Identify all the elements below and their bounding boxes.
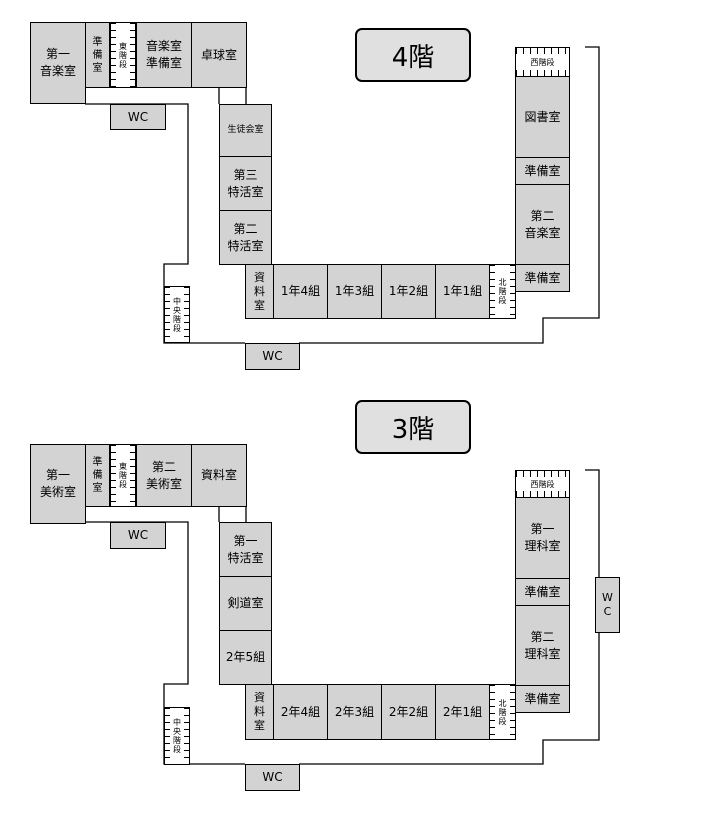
floor4-class-1-2: 1年2組 bbox=[381, 264, 436, 319]
floor4-class-1-3: 1年3組 bbox=[327, 264, 382, 319]
floor3-title: 3階 bbox=[355, 400, 471, 454]
floor3-science-room-1: 第一 理科室 bbox=[515, 497, 570, 579]
floor3-prep-room-c: 準備室 bbox=[515, 685, 570, 713]
floor4-special-room-2: 第二 特活室 bbox=[219, 210, 272, 265]
floor3-east-stairs: 東 階 段 bbox=[110, 444, 136, 507]
floor4-wc-bottom: WC bbox=[245, 343, 300, 370]
floor3-wc-right: W C bbox=[595, 577, 620, 633]
floor3-class-2-5: 2年5組 bbox=[219, 630, 272, 685]
floor4-west-stairs: 西階段 bbox=[515, 47, 570, 77]
floor4-music-prep-room: 音楽室 準備室 bbox=[136, 22, 192, 88]
floor3-west-stairs: 西階段 bbox=[515, 470, 570, 498]
floor3-prep-room-a: 準 備 室 bbox=[85, 444, 110, 507]
floor4-music-room-1: 第一 音楽室 bbox=[30, 22, 86, 104]
floor4-central-stairs: 中 央 階 段 bbox=[164, 286, 190, 343]
floor4-materials-room: 資 料 室 bbox=[245, 264, 274, 319]
floor4-prep-room-a: 準 備 室 bbox=[85, 22, 110, 88]
floor4-wc-top: WC bbox=[110, 104, 166, 130]
floor4-east-stairs: 東 階 段 bbox=[110, 22, 136, 88]
floor3-north-stairs: 北 階 段 bbox=[489, 684, 516, 740]
floor4-table-tennis-room: 卓球室 bbox=[191, 22, 247, 88]
floor4-title: 4階 bbox=[355, 28, 471, 82]
floor3-class-2-2: 2年2組 bbox=[381, 684, 436, 740]
floor4-class-1-1: 1年1組 bbox=[435, 264, 490, 319]
floor3-materials-room-top: 資料室 bbox=[191, 444, 247, 507]
floor3-science-room-2: 第二 理科室 bbox=[515, 605, 570, 686]
floor3-central-stairs: 中 央 階 段 bbox=[164, 707, 190, 765]
floor4-prep-room-c: 準備室 bbox=[515, 264, 570, 292]
floor3-art-room-2: 第二 美術室 bbox=[136, 444, 192, 507]
floor3-class-2-3: 2年3組 bbox=[327, 684, 382, 740]
floor4-prep-room-b: 準備室 bbox=[515, 157, 570, 185]
floor3-class-2-1: 2年1組 bbox=[435, 684, 490, 740]
floor3-materials-room: 資 料 室 bbox=[245, 684, 274, 740]
floor3-wc-top: WC bbox=[110, 522, 166, 549]
floor3-class-2-4: 2年4組 bbox=[273, 684, 328, 740]
floor3-art-room-1: 第一 美術室 bbox=[30, 444, 86, 524]
floor4-library: 図書室 bbox=[515, 76, 570, 158]
floor3-wc-bottom: WC bbox=[245, 764, 300, 791]
floor4-music-room-2: 第二 音楽室 bbox=[515, 184, 570, 265]
floor3-kendo-room: 剣道室 bbox=[219, 576, 272, 631]
floor3-prep-room-b: 準備室 bbox=[515, 578, 570, 606]
floor4-class-1-4: 1年4組 bbox=[273, 264, 328, 319]
floor4-student-council-room: 生徒会室 bbox=[219, 104, 272, 157]
floor3-special-room-1: 第一 特活室 bbox=[219, 522, 272, 577]
floor4-special-room-3: 第三 特活室 bbox=[219, 156, 272, 211]
floor4-north-stairs: 北 階 段 bbox=[489, 264, 516, 319]
